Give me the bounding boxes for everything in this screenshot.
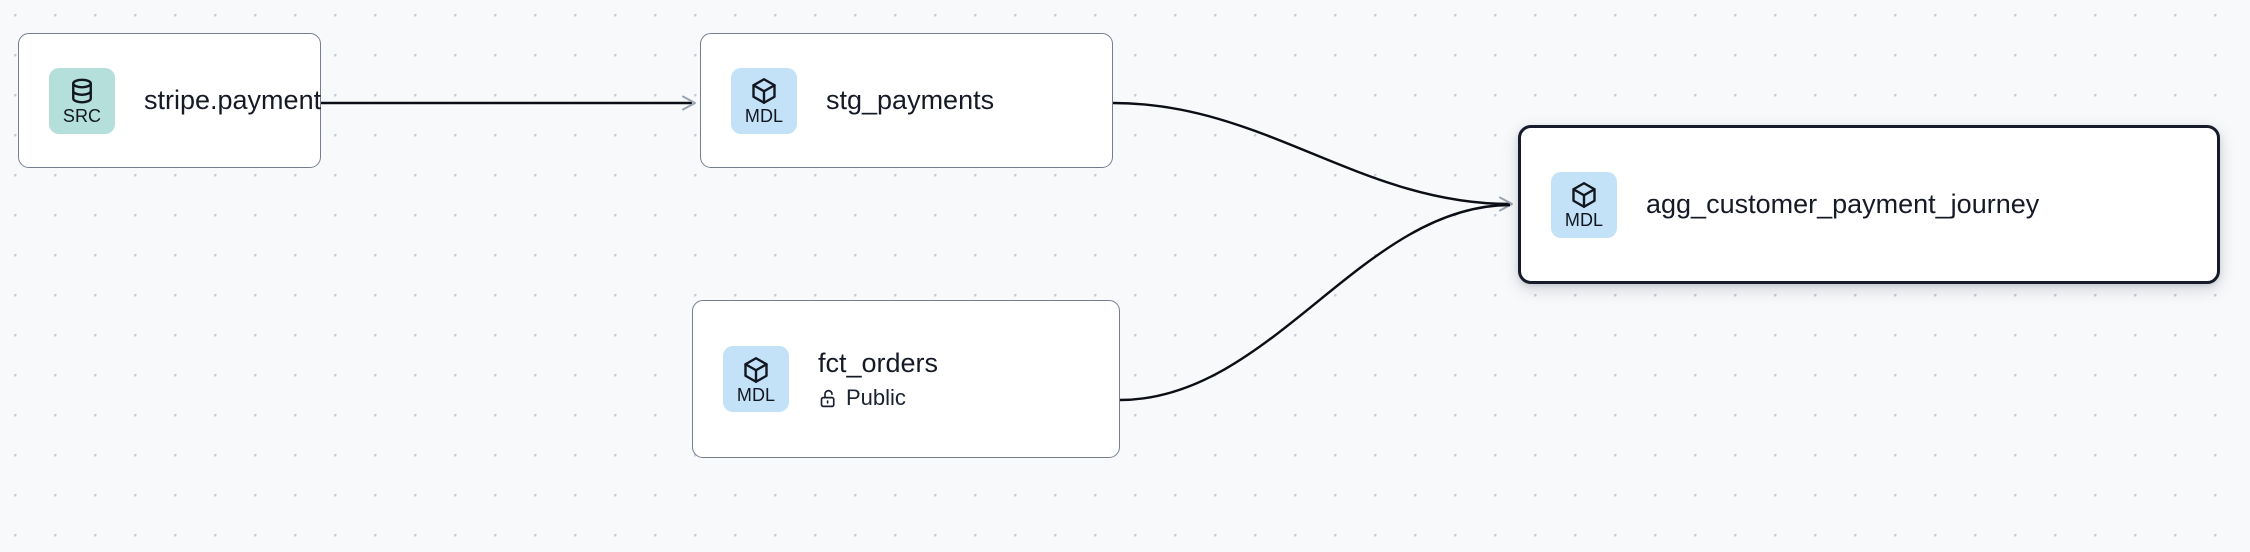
- visibility-label: Public: [846, 385, 906, 410]
- database-icon: [67, 76, 97, 106]
- badge-mdl: MDL: [731, 67, 797, 134]
- node-agg-customer-payment-journey[interactable]: MDL agg_customer_payment_journey: [1518, 125, 2220, 284]
- unlock-icon: [818, 388, 839, 409]
- badge-mdl: MDL: [1551, 171, 1617, 238]
- badge-src: SRC: [49, 67, 115, 134]
- cube-icon: [749, 76, 779, 106]
- node-body: fct_orders Public: [818, 347, 938, 411]
- badge-label: MDL: [1564, 210, 1604, 230]
- badge-mdl: MDL: [723, 346, 789, 412]
- badge-label: MDL: [736, 384, 776, 405]
- node-title: stg_payments: [826, 85, 995, 115]
- node-stg-payments[interactable]: MDL stg_payments: [700, 33, 1113, 168]
- node-title: fct_orders: [818, 348, 939, 378]
- badge-label: MDL: [744, 106, 784, 126]
- node-visibility: Public: [818, 385, 938, 411]
- node-stripe-payment[interactable]: SRC stripe.payment: [18, 33, 321, 168]
- node-title: agg_customer_payment_journey: [1646, 189, 2040, 219]
- node-title: stripe.payment: [144, 85, 322, 115]
- edge-stripe-to-stg: [321, 95, 696, 111]
- cube-icon: [741, 355, 771, 385]
- cube-icon: [1569, 180, 1599, 210]
- badge-label: SRC: [62, 106, 102, 126]
- edge-fct-to-agg: [1119, 203, 1511, 402]
- edge-stg-to-agg: [1112, 101, 1513, 212]
- node-fct-orders[interactable]: MDL fct_orders Public: [692, 300, 1120, 458]
- node-body: stg_payments: [826, 84, 994, 117]
- node-body: agg_customer_payment_journey: [1646, 188, 2039, 221]
- node-body: stripe.payment: [144, 84, 322, 117]
